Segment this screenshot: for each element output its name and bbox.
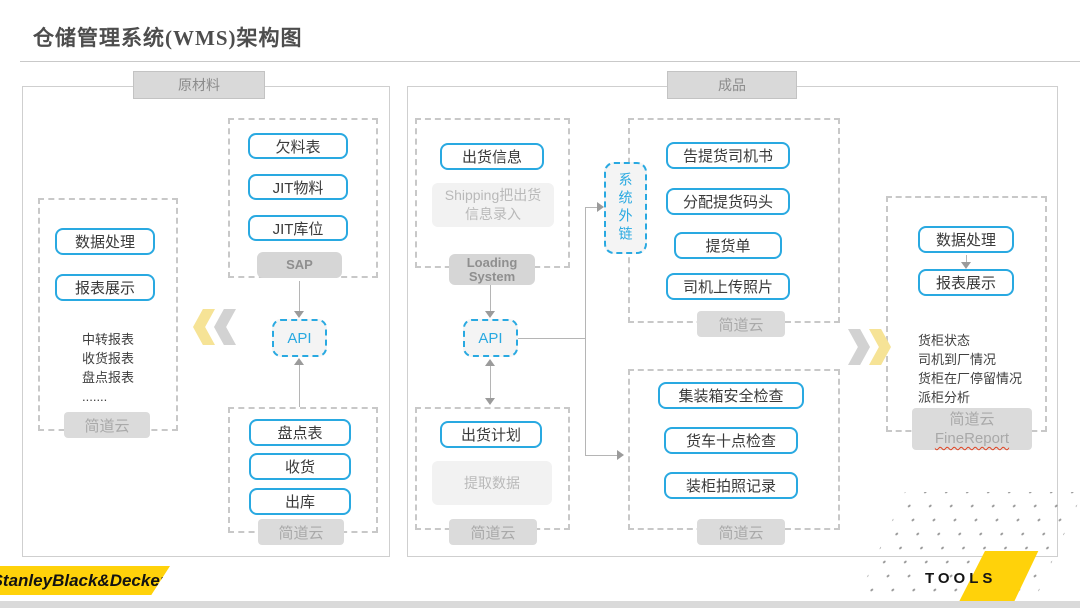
label-line: Loading xyxy=(466,254,518,270)
connector-line xyxy=(518,338,585,339)
note-line: 中转报表 xyxy=(82,332,135,347)
platform-jiandaoyun-finereport: 简道云 FineReport xyxy=(912,408,1032,450)
node-api-finished: API xyxy=(463,319,518,357)
note-line: ....... xyxy=(82,389,108,404)
connector-line xyxy=(585,207,599,208)
node-driver-notice: 告提货司机书 xyxy=(666,142,790,169)
stanley-black-decker-logo: StanleyBlack&Decker xyxy=(0,566,170,595)
arrow-right-icon xyxy=(597,202,604,212)
page-title: 仓储管理系统(WMS)架构图 xyxy=(33,26,303,50)
label-line: 简道云 xyxy=(949,411,995,428)
platform-jiandaoyun: 简道云 xyxy=(697,519,785,545)
arrow-down-icon xyxy=(485,398,495,405)
connector-line xyxy=(299,365,300,407)
connector-line xyxy=(490,366,491,399)
platform-jiandaoyun: 简道云 xyxy=(64,412,150,438)
note-line: 货柜在厂停留情况 xyxy=(918,371,1023,386)
platform-jiandaoyun: 简道云 xyxy=(449,519,537,545)
chevron-right-icon xyxy=(848,329,870,365)
footer-bar xyxy=(0,601,1080,608)
node-api-raw: API xyxy=(272,319,327,357)
node-receiving: 收货 xyxy=(249,453,351,480)
node-report-display-finished: 报表展示 xyxy=(918,269,1014,296)
shipping-note: Shipping把出货 信息录入 xyxy=(432,183,554,227)
label-line-finereport: FineReport xyxy=(934,430,1010,447)
arrow-down-icon xyxy=(961,262,971,269)
connector-line xyxy=(585,207,586,455)
note-line: 信息录入 xyxy=(465,206,521,222)
plan-note: 提取数据 xyxy=(432,461,552,505)
chevron-left-icon xyxy=(193,309,215,345)
connector-line xyxy=(299,281,300,312)
connector-line xyxy=(490,285,491,312)
node-shipping-info: 出货信息 xyxy=(440,143,544,170)
node-assign-dock: 分配提货码头 xyxy=(666,188,790,215)
tools-logo-text: TOOLS xyxy=(925,570,997,587)
label-line: System xyxy=(468,268,516,284)
arrow-up-icon xyxy=(294,358,304,365)
node-container-safety-check: 集装箱安全检查 xyxy=(658,382,804,409)
arrow-right-icon xyxy=(617,450,624,460)
arrow-down-icon xyxy=(485,311,495,318)
note-line: 盘点报表 xyxy=(82,370,135,385)
node-outbound: 出库 xyxy=(249,488,351,515)
arrow-up-icon xyxy=(485,359,495,366)
raw-report-notes: 中转报表 收货报表 盘点报表 ....... xyxy=(82,330,134,406)
title-divider xyxy=(20,61,1080,62)
chevron-right-icon xyxy=(869,329,891,365)
node-data-processing-finished: 数据处理 xyxy=(918,226,1014,253)
platform-jiandaoyun: 简道云 xyxy=(258,519,344,545)
note-line: 收货报表 xyxy=(82,351,135,366)
node-shortage-table: 欠料表 xyxy=(248,133,348,159)
note-line: 派柜分析 xyxy=(918,390,971,405)
chevron-left-icon xyxy=(214,309,236,345)
connector-line xyxy=(966,255,967,264)
platform-jiandaoyun: 简道云 xyxy=(697,311,785,337)
node-external-link: 系统外链 xyxy=(604,162,647,254)
node-inventory-table: 盘点表 xyxy=(249,419,351,446)
node-report-display-raw: 报表展示 xyxy=(55,274,155,301)
node-data-processing-raw: 数据处理 xyxy=(55,228,155,255)
node-jit-location: JIT库位 xyxy=(248,215,348,241)
platform-sap: SAP xyxy=(257,252,342,278)
node-jit-material: JIT物料 xyxy=(248,174,348,200)
note-line: Shipping把出货 xyxy=(444,187,542,203)
finished-goods-tag: 成品 xyxy=(667,71,797,99)
node-pickup-slip: 提货单 xyxy=(674,232,782,259)
raw-materials-tag: 原材料 xyxy=(133,71,265,99)
node-driver-photo-upload: 司机上传照片 xyxy=(666,273,790,300)
platform-loading-system: Loading System xyxy=(449,254,535,285)
node-shipping-plan: 出货计划 xyxy=(440,421,542,448)
note-line: 司机到厂情况 xyxy=(918,352,997,367)
note-line: 货柜状态 xyxy=(918,333,971,348)
connector-line xyxy=(585,455,619,456)
node-truck-ten-point-check: 货车十点检查 xyxy=(664,427,798,454)
node-loading-photo-record: 装柜拍照记录 xyxy=(664,472,798,499)
arrow-down-icon xyxy=(294,311,304,318)
